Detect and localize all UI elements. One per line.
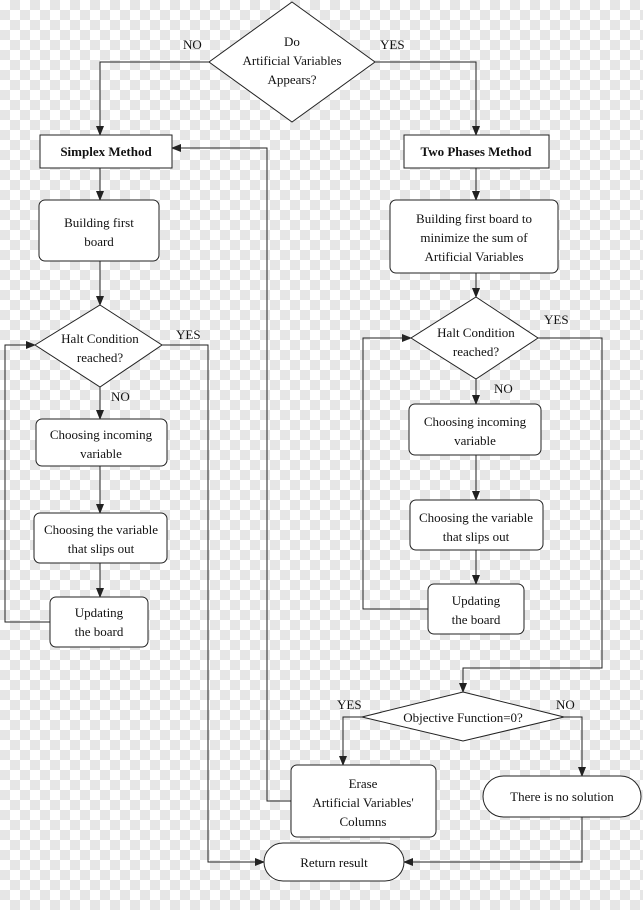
right-halt-line2: reached? (453, 344, 499, 359)
right-choosing-out-box: Choosing the variable that slips out (409, 499, 544, 551)
erase-line2: Artificial Variables' (312, 795, 413, 810)
objective-yes-label: YES (337, 697, 362, 712)
right-halt-no-label: NO (494, 381, 513, 396)
connector-yes-to-two-phases (375, 61, 480, 136)
connector-halt-right-yes-to-objective (459, 337, 603, 693)
label-no-top: NO (183, 37, 202, 52)
right-halt-line1: Halt Condition (437, 325, 515, 340)
return-result-label: Return result (300, 855, 368, 870)
right-choosing-out-line2: that slips out (443, 529, 510, 544)
connector-objective-no-to-nosolution (564, 716, 586, 777)
two-phases-method-box: Two Phases Method (403, 134, 550, 169)
right-building-line1: Building first board to (416, 211, 532, 226)
simplex-method-label: Simplex Method (60, 144, 152, 159)
right-building-line3: Artificial Variables (424, 249, 523, 264)
connector-loop-right (362, 334, 428, 610)
left-choosing-out-box: Choosing the variable that slips out (33, 512, 168, 564)
connector-objective-yes-to-erase (339, 716, 362, 766)
right-updating-line2: the board (452, 612, 501, 627)
right-halt-condition-decision: Halt Condition reached? (410, 296, 539, 380)
right-updating-line1: Updating (452, 593, 501, 608)
connector-halt-left-yes-to-return (162, 344, 265, 866)
return-result-terminal: Return result (263, 842, 405, 882)
left-choosing-incoming-line1: Choosing incoming (50, 427, 153, 442)
right-choosing-incoming-line2: variable (454, 433, 496, 448)
left-updating-box: Updating the board (49, 596, 149, 648)
right-choosing-incoming-line1: Choosing incoming (424, 414, 527, 429)
objective-function-decision: Objective Function=0? (361, 691, 565, 742)
erase-line3: Columns (340, 814, 387, 829)
connector-no-to-simplex (96, 61, 209, 136)
left-building-line2: board (84, 234, 114, 249)
right-choosing-incoming-box: Choosing incoming variable (408, 403, 542, 456)
left-choosing-incoming-line2: variable (80, 446, 122, 461)
connector-loop-left (4, 341, 50, 623)
left-choosing-out-line2: that slips out (68, 541, 135, 556)
two-phases-method-label: Two Phases Method (421, 144, 533, 159)
left-choosing-out-line1: Choosing the variable (44, 522, 158, 537)
objective-no-label: NO (556, 697, 575, 712)
left-updating-line2: the board (75, 624, 124, 639)
decision-artificial-line1: Do (284, 34, 300, 49)
simplex-method-box: Simplex Method (39, 134, 173, 169)
decision-artificial-line3: Appears? (267, 72, 316, 87)
objective-function-label: Objective Function=0? (403, 710, 523, 725)
left-halt-yes-label: YES (176, 327, 201, 342)
left-building-line1: Building first (64, 215, 134, 230)
right-choosing-out-line1: Choosing the variable (419, 510, 533, 525)
connector-erase-to-simplex (171, 144, 291, 802)
label-yes-top: YES (380, 37, 405, 52)
no-solution-terminal: There is no solution (482, 775, 642, 818)
left-choosing-incoming-box: Choosing incoming variable (35, 418, 168, 467)
left-halt-line2: reached? (77, 350, 123, 365)
right-halt-yes-label: YES (544, 312, 569, 327)
decision-artificial-variables: Do Artificial Variables Appears? (208, 1, 376, 123)
right-building-board-box: Building first board to minimize the sum… (389, 199, 559, 274)
left-halt-line1: Halt Condition (61, 331, 139, 346)
connector-nosolution-to-return-path (403, 817, 583, 866)
left-halt-no-label: NO (111, 389, 130, 404)
right-updating-box: Updating the board (427, 583, 525, 635)
no-solution-label: There is no solution (510, 789, 614, 804)
left-building-board-box: Building first board (38, 199, 160, 262)
left-halt-condition-decision: Halt Condition reached? (34, 304, 163, 388)
decision-artificial-line2: Artificial Variables (242, 53, 341, 68)
erase-line1: Erase (349, 776, 378, 791)
right-building-line2: minimize the sum of (420, 230, 528, 245)
left-updating-line1: Updating (75, 605, 124, 620)
erase-artificial-box: Erase Artificial Variables' Columns (290, 764, 437, 838)
connectors (4, 61, 603, 866)
